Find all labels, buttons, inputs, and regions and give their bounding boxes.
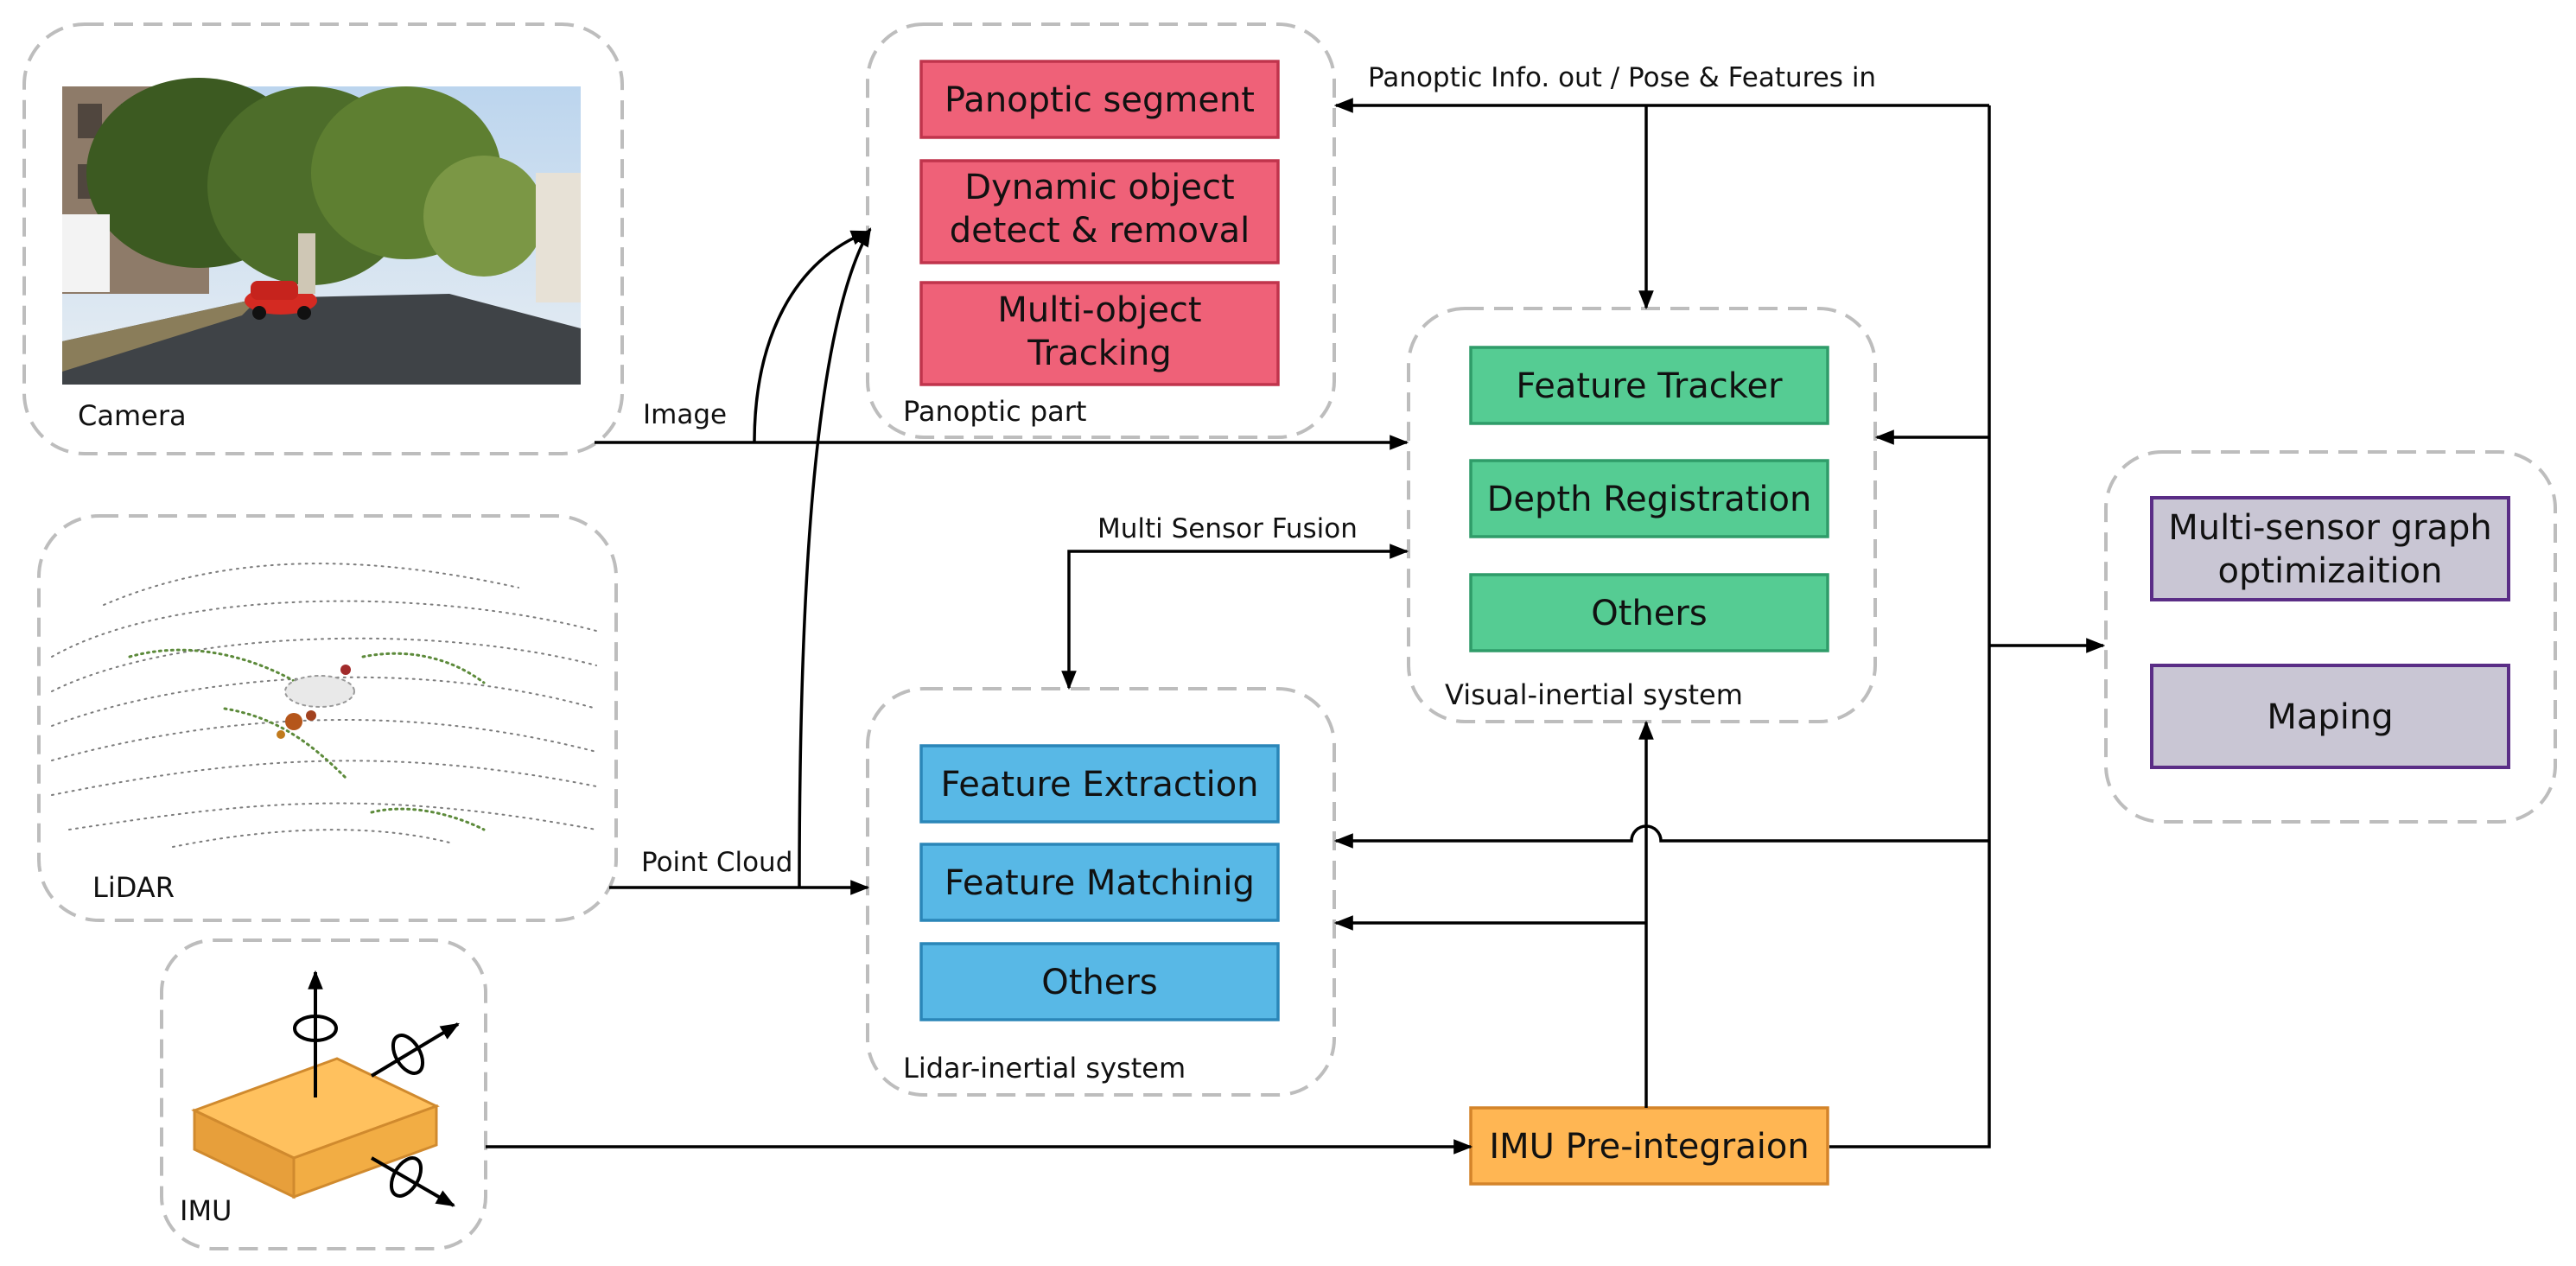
visual-box-label-1-0: Depth Registration: [1487, 480, 1812, 519]
visual-inertial-group-label: Visual-inertial system: [1445, 678, 1743, 711]
panoptic-box-label-1-0: Dynamic object: [964, 168, 1234, 207]
optim-box-label-0-1: optimizaition: [2218, 551, 2443, 591]
edges: [486, 98, 2106, 1155]
visual-box-2: [1469, 573, 1829, 652]
optim-box-0: [2150, 496, 2510, 601]
panoptic-group-label: Panoptic part: [903, 395, 1086, 428]
edge-pointcloud-to-panoptic: [798, 227, 872, 888]
lidar-scan: [51, 563, 597, 848]
imu-module: IMU Pre-integraion: [1469, 1106, 1829, 1186]
lidar-box-0: [919, 744, 1280, 824]
lidar-box-1: [919, 843, 1280, 922]
imu-group-label: IMU: [180, 1194, 232, 1227]
panoptic-box-label-2-1: Tracking: [1027, 334, 1172, 373]
camera-group-label: Camera: [78, 399, 187, 432]
visual-box-0: [1469, 346, 1829, 425]
panoptic-box-2: [919, 281, 1280, 386]
edge-label-point-cloud: Point Cloud: [641, 847, 792, 878]
lidar-box-label-2-0: Others: [1041, 963, 1157, 1002]
edge-bus-to-lidar: [1333, 824, 1989, 849]
lidar-group-label: LiDAR: [92, 871, 175, 904]
lidar-inertial-group-label: Lidar-inertial system: [903, 1052, 1186, 1085]
edge-label-fusion: Multi Sensor Fusion: [1097, 513, 1358, 544]
optim-box-1: [2150, 664, 2510, 769]
edge-label-panoptic-io: Panoptic Info. out / Pose & Features in: [1368, 62, 1876, 93]
camera-group: [22, 22, 624, 455]
imu-box-label-0-0: IMU Pre-integraion: [1489, 1127, 1809, 1167]
visual-box-1: [1469, 459, 1829, 538]
camera-photo: [62, 78, 581, 385]
panoptic-box-0: [919, 60, 1280, 139]
lidar-box-label-1-0: Feature Matchinig: [945, 863, 1255, 903]
panoptic-box-label-1-1: detect & removal: [950, 211, 1250, 251]
optim-box-label-0-0: Multi-sensor graph: [2168, 508, 2492, 548]
edge-label-image: Image: [643, 399, 727, 430]
edge-fusion: [1061, 544, 1409, 690]
lidar-box-2: [919, 942, 1280, 1021]
panoptic-box-label-2-0: Multi-object: [997, 290, 1201, 330]
lidar-group: [37, 514, 618, 922]
visual-box-label-0-0: Feature Tracker: [1516, 366, 1783, 406]
visual-box-label-2-0: Others: [1591, 594, 1707, 633]
panoptic-box-label-0-0: Panoptic segment: [945, 80, 1255, 120]
optim-box-label-1-0: Maping: [2267, 697, 2393, 737]
edge-image-to-panoptic: [753, 230, 871, 443]
imu-device: [191, 970, 460, 1207]
imu-box-0: [1469, 1106, 1829, 1186]
panoptic-box-1: [919, 159, 1280, 264]
optimization-group: [2104, 450, 2557, 824]
edge-preintegration-to-bus: [1829, 105, 1991, 1148]
lidar-box-label-0-0: Feature Extraction: [940, 765, 1258, 805]
